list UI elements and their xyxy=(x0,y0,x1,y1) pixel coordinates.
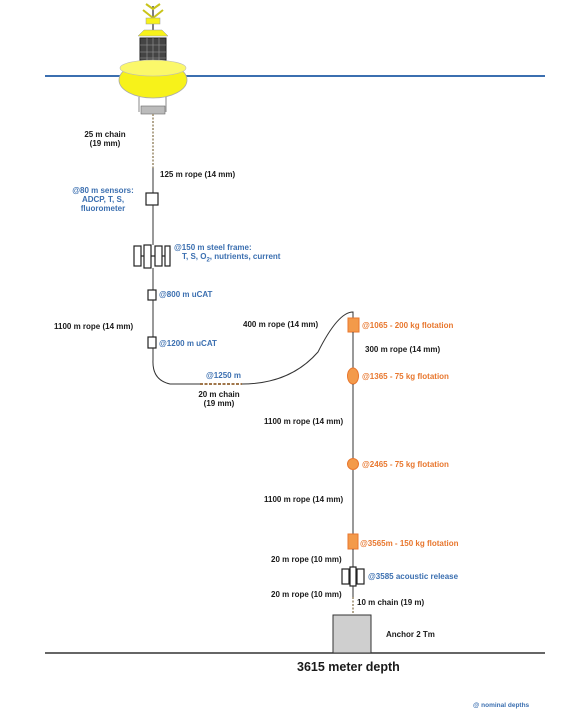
flot-1365-label: @1365 - 75 kg flotation xyxy=(362,372,449,381)
ucat-800-label: @800 m uCAT xyxy=(159,290,213,299)
sensor-box-icon xyxy=(145,192,159,206)
rope-400 xyxy=(241,311,354,385)
rope-1100-low-label: 1100 m rope (14 mm) xyxy=(264,495,344,504)
point-1250-label: @1250 m xyxy=(206,371,241,380)
chain-20-label: 20 m chain(19 mm) xyxy=(198,390,240,408)
depth-label: 3615 meter depth xyxy=(297,660,400,674)
flotation-icon xyxy=(347,533,359,550)
ucat-icon xyxy=(147,289,157,301)
flot-3565-label: @3565m - 150 kg flotation xyxy=(360,539,459,548)
rope-125-label: 125 m rope (14 mm) xyxy=(160,170,236,179)
acoustic-release-icon xyxy=(341,566,365,587)
release-3585-label: @3585 acoustic release xyxy=(368,572,459,581)
flotation-icon xyxy=(347,458,359,470)
flot-2465-label: @2465 - 75 kg flotation xyxy=(362,460,449,469)
ucat-icon xyxy=(147,336,157,349)
rope-1100-left-label: 1100 m rope (14 mm) xyxy=(54,322,134,331)
anchor-label: Anchor 2 Tm xyxy=(386,630,435,639)
rope-1100-mid-label: 1100 m rope (14 mm) xyxy=(264,417,344,426)
chain-10-label: 10 m chain (19 m) xyxy=(357,598,425,607)
rope-1100-curve xyxy=(152,348,200,385)
flotation-icon xyxy=(347,317,360,333)
buoy-icon xyxy=(118,3,188,115)
steel-frame-icon xyxy=(133,244,171,269)
ucat-1200-label: @1200 m uCAT xyxy=(159,339,217,348)
rope-400-label: 400 m rope (14 mm) xyxy=(243,320,319,329)
anchor-block-icon xyxy=(332,614,372,654)
rope-20b-label: 20 m rope (10 mm) xyxy=(271,590,342,599)
nominal-depths-note: @ nominal depths xyxy=(473,702,530,709)
sensors-80-label: @80 m sensors:ADCP, T, S,fluorometer xyxy=(72,186,134,213)
flotation-icon xyxy=(347,367,359,385)
chain-top-label: 25 m chain(19 mm) xyxy=(84,130,126,148)
flot-1065-label: @1065 - 200 kg flotation xyxy=(362,321,454,330)
rope-300-label: 300 m rope (14 mm) xyxy=(365,345,441,354)
rope-20a-label: 20 m rope (10 mm) xyxy=(271,555,342,564)
frame-150-label: @150 m steel frame: T, S, O2, nutrients,… xyxy=(174,243,281,264)
